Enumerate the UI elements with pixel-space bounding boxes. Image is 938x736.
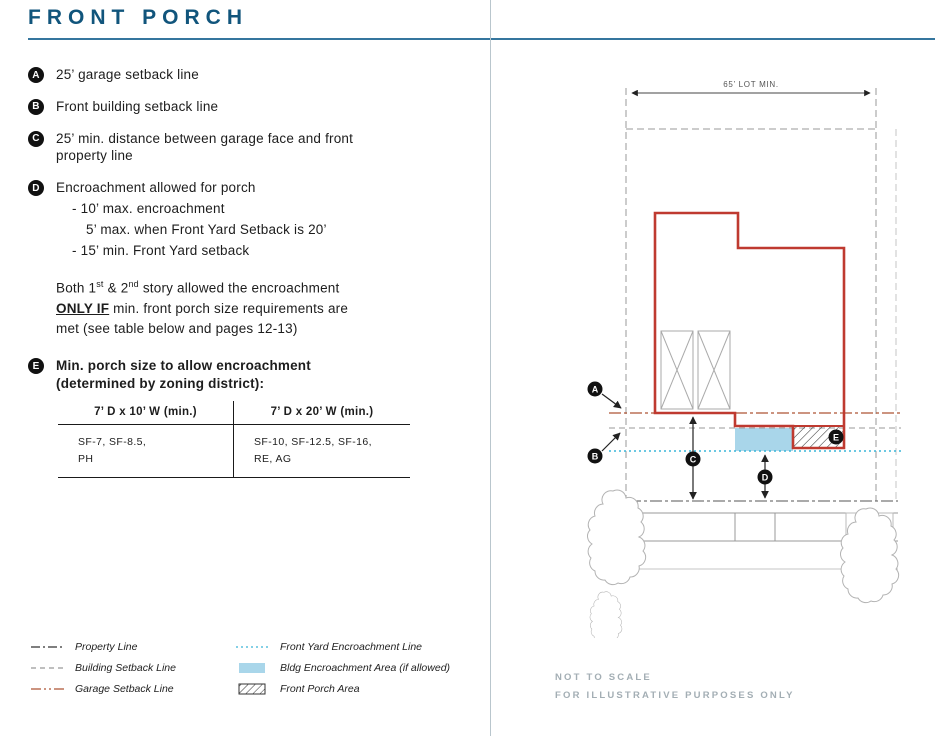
table-cell-col2: SF-10, SF-12.5, SF-16, RE, AG [234,425,410,479]
footnote-illustrative: FOR ILLUSTRATIVE PURPOSES ONLY [555,690,795,701]
legend-column-1: Property Line Building Setback Line Gara… [30,640,235,703]
bldg-encroachment-swatch-icon [239,662,265,673]
porch-area-swatch-icon [238,683,266,694]
item-d-subitems: - 10’ max. encroachment 5’ max. when Fro… [72,199,468,262]
item-a-text: 25’ garage setback line [56,67,199,82]
legend-garage-setback-line: Garage Setback Line [30,682,235,695]
key-notes-list: A 25’ garage setback line B Front buildi… [28,66,468,479]
legend-column-2: Front Yard Encroachment Line Bldg Encroa… [235,640,475,703]
diagram-badges: A B C D E [587,381,844,485]
porch-size-table: 7’ D x 10’ W (min.) 7’ D x 20’ W (min.) … [58,400,410,479]
svg-text:A: A [592,385,599,395]
tree [587,489,900,638]
diagram-badge-a: A [587,381,603,397]
column-divider [490,0,491,736]
item-d-sub2: 5’ max. when Front Yard Setback is 20’ [86,221,327,237]
encroachment-note: Both 1st & 2nd story allowed the encroac… [56,278,349,336]
site-plan-diagram: 65’ LOT MIN. [587,80,901,638]
leader-b-arrow [601,432,621,452]
bldg-encroachment-area [735,428,793,451]
only-if-emphasis: ONLY IF [56,300,110,316]
legend-property-line: Property Line [30,640,235,653]
item-c-text: 25’ min. distance between garage face an… [56,130,354,164]
svg-text:B: B [592,452,599,462]
leader-a-arrow [601,393,622,409]
encroachment-line-sample-icon [236,645,270,648]
diagram-badge-c: C [685,451,701,467]
item-d-sub3: - 15’ min. Front Yard setback [72,242,250,258]
item-b-text: Front building setback line [56,98,219,114]
diagram-badge-d: D [757,469,773,485]
badge-c: C [28,130,44,147]
svg-text:E: E [833,433,839,443]
title-rule [28,38,935,40]
diagram-badge-e: E [828,429,844,445]
legend: Property Line Building Setback Line Gara… [30,640,475,703]
table-cell-col1: SF-7, SF-8.5, PH [58,424,234,479]
legend-front-yard-encroachment-line: Front Yard Encroachment Line [235,640,475,653]
table-header-col1: 7’ D x 10’ W (min.) [58,400,234,425]
page-title: FRONT PORCH [28,6,248,29]
garage-setback-sample-icon [31,687,65,690]
table-header-col2: 7’ D x 20’ W (min.) [234,401,410,425]
badge-b: B [28,98,44,115]
svg-text:D: D [762,473,769,483]
property-line-sample-icon [31,645,65,648]
item-e-text: Min. porch size to allow encroachment (d… [56,358,311,391]
diagram-badge-b: B [587,448,603,464]
badge-d: D [28,180,44,197]
item-d-text: Encroachment allowed for porch [56,180,256,196]
legend-bldg-encroachment-area: Bldg Encroachment Area (if allowed) [235,661,475,674]
footnote-not-to-scale: NOT TO SCALE [555,672,652,683]
list-item-c: C 25’ min. distance between garage face … [28,130,468,166]
walkway-lines [734,513,776,541]
list-item-b: B Front building setback line [28,98,468,116]
badge-a: A [28,67,44,83]
legend-front-porch-area: Front Porch Area [235,682,475,695]
garage-doors [660,330,731,410]
building-setback-sample-icon [31,666,65,669]
list-item-a: A 25’ garage setback line [28,66,468,84]
svg-text:C: C [690,455,697,465]
lot-boundary [625,88,897,501]
item-d-sub1: - 10’ max. encroachment [72,201,225,217]
badge-e: E [28,358,44,375]
lot-width-label: 65’ LOT MIN. [723,80,779,89]
legend-building-setback-line: Building Setback Line [30,661,235,674]
lot-width-dimension: 65’ LOT MIN. [631,80,871,97]
list-item-e: E Min. porch size to allow encroachment … [28,357,468,393]
list-item-d: D Encroachment allowed for porch [28,179,468,197]
